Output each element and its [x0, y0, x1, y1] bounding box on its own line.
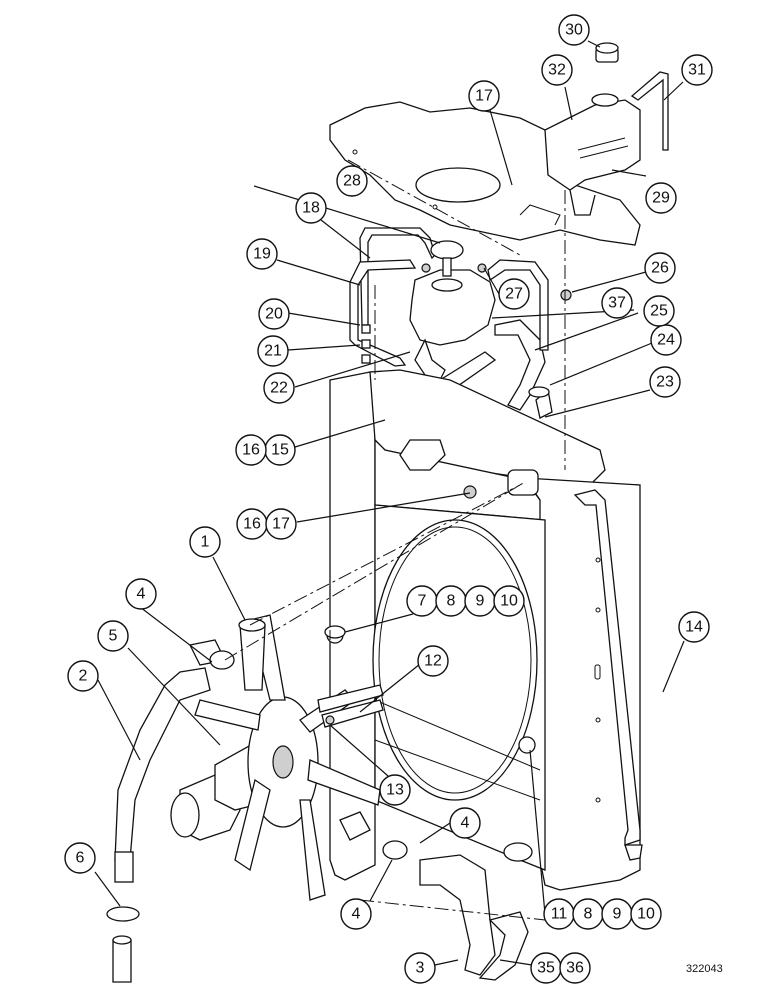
svg-text:1: 1 — [201, 534, 210, 551]
svg-text:25: 25 — [650, 303, 668, 320]
callout-25: 25 — [643, 295, 675, 327]
callout-5: 5 — [97, 620, 129, 652]
callout-13: 13 — [379, 774, 411, 806]
callout-9-upper: 9 — [464, 585, 496, 617]
callout-26: 26 — [644, 252, 676, 284]
callout-10-upper: 10 — [493, 585, 525, 617]
svg-text:35: 35 — [537, 960, 555, 977]
svg-text:36: 36 — [566, 960, 584, 977]
callout-3: 3 — [404, 952, 436, 984]
svg-text:9: 9 — [476, 593, 485, 610]
radiator-hoses — [106, 618, 533, 983]
callout-14: 14 — [678, 611, 710, 643]
fan-assembly — [170, 614, 384, 901]
callout-2: 2 — [67, 660, 99, 692]
callout-4-upper: 4 — [125, 578, 157, 610]
svg-text:4: 4 — [352, 906, 361, 923]
svg-text:22: 22 — [270, 380, 288, 397]
callout-4-right: 4 — [449, 807, 481, 839]
callout-8-upper: 8 — [435, 585, 467, 617]
svg-text:32: 32 — [548, 62, 566, 79]
svg-text:29: 29 — [652, 190, 670, 207]
svg-text:10: 10 — [637, 906, 655, 923]
callout-17-lower: 17 — [265, 508, 297, 540]
callout-8-lower: 8 — [572, 898, 604, 930]
svg-text:17: 17 — [272, 516, 290, 533]
drawing-number: 322043 — [686, 963, 723, 975]
callout-29: 29 — [645, 182, 677, 214]
callout-4-lower: 4 — [340, 898, 372, 930]
overflow-reservoir — [519, 42, 669, 226]
svg-text:13: 13 — [386, 782, 404, 799]
callout-23: 23 — [649, 366, 681, 398]
svg-text:11: 11 — [551, 906, 568, 923]
callout-30: 30 — [558, 14, 590, 46]
callout-28: 28 — [336, 165, 368, 197]
svg-text:3: 3 — [416, 960, 425, 977]
svg-text:9: 9 — [613, 906, 622, 923]
svg-text:26: 26 — [651, 260, 669, 277]
callout-35: 35 — [530, 952, 562, 984]
svg-text:4: 4 — [137, 586, 146, 603]
svg-text:19: 19 — [253, 246, 271, 263]
callout-12: 12 — [417, 645, 449, 677]
svg-text:20: 20 — [265, 306, 283, 323]
svg-text:12: 12 — [424, 653, 442, 670]
svg-text:16: 16 — [242, 442, 260, 459]
callout-16-upper: 16 — [235, 434, 267, 466]
svg-text:37: 37 — [608, 295, 626, 312]
callout-36: 36 — [559, 952, 591, 984]
callout-11: 11 — [543, 898, 575, 930]
svg-text:5: 5 — [109, 628, 118, 645]
centerlines — [224, 159, 566, 921]
callout-22: 22 — [263, 372, 295, 404]
svg-text:6: 6 — [76, 850, 85, 867]
callout-20: 20 — [258, 298, 290, 330]
svg-text:8: 8 — [584, 906, 593, 923]
upper-hoses-and-tank — [349, 227, 572, 419]
callout-27: 27 — [498, 278, 530, 310]
svg-text:8: 8 — [447, 593, 456, 610]
svg-text:17: 17 — [475, 88, 493, 105]
svg-text:21: 21 — [264, 343, 282, 360]
radiator-frame — [326, 369, 643, 891]
svg-text:31: 31 — [688, 62, 706, 79]
callout-24: 24 — [650, 324, 682, 356]
svg-text:28: 28 — [343, 173, 361, 190]
callout-37-label: 37 — [601, 287, 633, 319]
svg-text:30: 30 — [565, 22, 583, 39]
leader-lines — [94, 40, 685, 969]
callout-10-lower: 10 — [630, 898, 662, 930]
callout-1: 1 — [189, 526, 221, 558]
svg-text:14: 14 — [685, 619, 703, 636]
svg-text:18: 18 — [302, 200, 320, 217]
svg-text:23: 23 — [656, 374, 674, 391]
callout-21: 21 — [257, 335, 289, 367]
callout-9-lower: 9 — [601, 898, 633, 930]
callout-16-lower: 16 — [236, 508, 268, 540]
svg-text:10: 10 — [500, 593, 518, 610]
callout-31: 31 — [681, 54, 713, 86]
callout-15: 15 — [264, 434, 296, 466]
callout-32: 32 — [541, 54, 573, 86]
svg-text:24: 24 — [657, 332, 675, 349]
callout-6: 6 — [64, 842, 96, 874]
callout-17-top: 17 — [468, 80, 500, 112]
svg-text:7: 7 — [418, 593, 427, 610]
svg-text:2: 2 — [79, 668, 88, 685]
callout-18: 18 — [295, 192, 327, 224]
svg-text:27: 27 — [505, 286, 523, 303]
svg-text:4: 4 — [461, 815, 470, 832]
svg-text:15: 15 — [271, 442, 289, 459]
top-shroud-plate — [329, 101, 641, 246]
callout-7: 7 — [406, 585, 438, 617]
svg-text:16: 16 — [243, 516, 261, 533]
callout-19: 19 — [246, 238, 278, 270]
